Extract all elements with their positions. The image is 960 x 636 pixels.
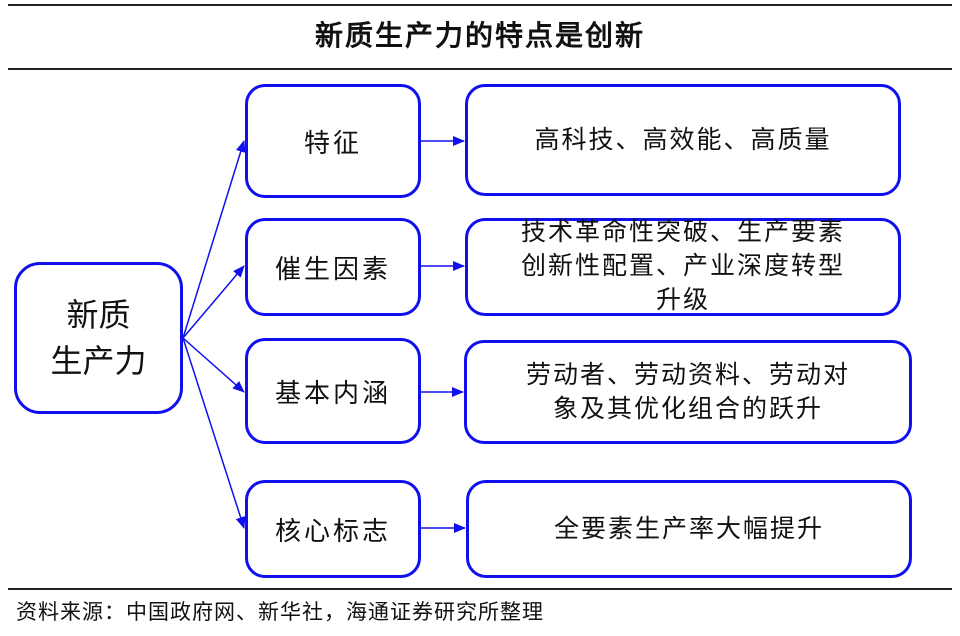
node-driver-label: 催生因素 xyxy=(274,254,391,285)
node-feature-label: 特征 xyxy=(303,128,362,159)
node-connotation-label: 基本内涵 xyxy=(274,378,391,409)
desc-driver-line-3: 升级 xyxy=(655,285,710,314)
desc-connotation: 劳动者、劳动资料、劳动对 象及其优化组合的跃升 xyxy=(464,340,912,444)
title-rule xyxy=(8,68,952,70)
diagram-title: 新质生产力的特点是创新 xyxy=(314,19,645,52)
node-driver: 催生因素 xyxy=(245,218,421,316)
desc-hallmark-line-1: 全要素生产率大幅提升 xyxy=(553,514,824,543)
root-to-driver-arrow xyxy=(182,265,245,339)
desc-hallmark: 全要素生产率大幅提升 xyxy=(466,480,912,578)
source-note: 资料来源：中国政府网、新华社，海通证券研究所整理 xyxy=(16,600,544,624)
root-node: 新质 生产力 xyxy=(14,262,183,414)
desc-feature-line-1: 高科技、高效能、高质量 xyxy=(534,125,832,154)
bottom-rule xyxy=(8,588,952,590)
node-connotation: 基本内涵 xyxy=(245,338,421,444)
top-rule xyxy=(8,4,952,6)
root-line-1: 新质 xyxy=(66,296,131,334)
node-hallmark-label: 核心标志 xyxy=(274,516,391,547)
desc-connotation-line-2: 象及其优化组合的跃升 xyxy=(552,394,823,423)
desc-driver-line-2: 创新性配置、产业深度转型 xyxy=(520,251,845,280)
desc-driver-line-1: 技术革命性突破、生产要素 xyxy=(520,217,845,246)
desc-driver: 技术革命性突破、生产要素 创新性配置、产业深度转型 升级 xyxy=(465,217,901,316)
node-hallmark: 核心标志 xyxy=(245,480,421,578)
root-to-feature-arrow xyxy=(182,140,246,339)
node-feature: 特征 xyxy=(245,84,421,198)
desc-feature: 高科技、高效能、高质量 xyxy=(465,84,901,196)
root-line-2: 生产力 xyxy=(50,342,147,380)
desc-connotation-line-1: 劳动者、劳动资料、劳动对 xyxy=(525,360,850,389)
root-to-hallmark-arrow xyxy=(182,337,246,529)
root-to-connotation-arrow xyxy=(182,337,245,393)
